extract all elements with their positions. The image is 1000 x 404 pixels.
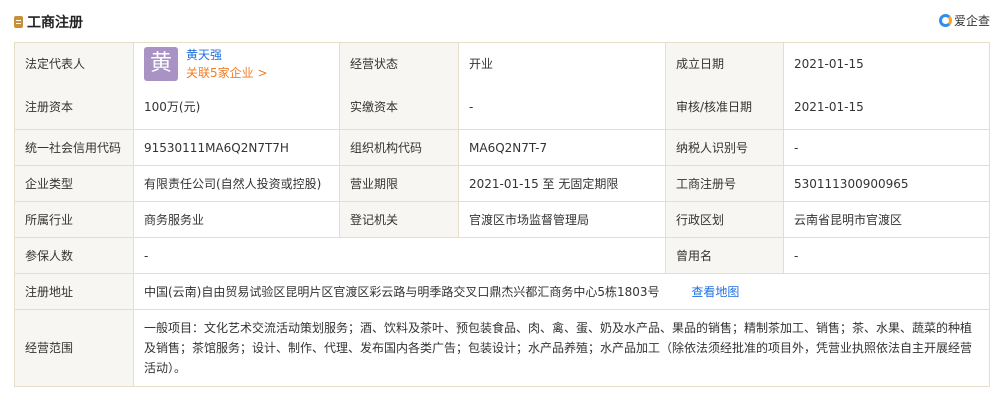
- scope-value: 一般项目：文化艺术交流活动策划服务；酒、饮料及茶叶、预包装食品、肉、禽、蛋、奶及…: [133, 309, 990, 387]
- section-header: 工商注册: [14, 12, 83, 32]
- org-code-value: MA6Q2N7T-7: [458, 129, 666, 166]
- reg-number-label: 工商注册号: [665, 165, 784, 202]
- insured-label: 参保人数: [14, 237, 134, 274]
- authority-label: 登记机关: [339, 201, 459, 238]
- region-value: 云南省昆明市官渡区: [783, 201, 990, 238]
- brand-logo[interactable]: 爱企查: [938, 12, 990, 29]
- legal-rep-label: 法定代表人: [14, 42, 134, 86]
- credit-code-value: 91530111MA6Q2N7T7H: [133, 129, 340, 166]
- approval-date-label: 审核/核准日期: [665, 85, 784, 130]
- brand-name: 爱企查: [953, 14, 990, 28]
- reg-number-value: 530111300900965: [783, 165, 990, 202]
- legal-rep-cell: 黄 黄天强 关联5家企业 >: [133, 42, 340, 86]
- established-label: 成立日期: [665, 42, 784, 86]
- industry-label: 所属行业: [14, 201, 134, 238]
- industry-value: 商务服务业: [133, 201, 340, 238]
- avatar[interactable]: 黄: [144, 47, 178, 82]
- paid-capital-label: 实缴资本: [339, 85, 459, 130]
- section-title: 工商注册: [27, 15, 83, 31]
- registration-table: 法定代表人 黄 黄天强 关联5家企业 > 经营状态 开业 成立日期 2021-0…: [14, 42, 990, 387]
- legal-rep-name-link[interactable]: 黄天强: [186, 48, 223, 63]
- status-value: 开业: [458, 42, 666, 86]
- region-label: 行政区划: [665, 201, 784, 238]
- company-type-value: 有限责任公司(自然人投资或控股): [133, 165, 340, 202]
- address-label: 注册地址: [14, 273, 134, 310]
- reg-capital-label: 注册资本: [14, 85, 134, 130]
- status-label: 经营状态: [339, 42, 459, 86]
- approval-date-value: 2021-01-15: [783, 85, 990, 130]
- taxpayer-id-value: -: [783, 129, 990, 166]
- company-type-label: 企业类型: [14, 165, 134, 202]
- authority-value: 官渡区市场监督管理局: [458, 201, 666, 238]
- address-value: 中国(云南)自由贸易试验区昆明片区官渡区彩云路与明季路交叉口鼎杰兴都汇商务中心5…: [144, 284, 660, 299]
- scope-label: 经营范围: [14, 309, 134, 387]
- business-term-value: 2021-01-15 至 无固定期限: [458, 165, 666, 202]
- insured-value: -: [133, 237, 666, 274]
- business-term-label: 营业期限: [339, 165, 459, 202]
- established-value: 2021-01-15: [783, 42, 990, 86]
- paid-capital-value: -: [458, 85, 666, 130]
- address-cell: 中国(云南)自由贸易试验区昆明片区官渡区彩云路与明季路交叉口鼎杰兴都汇商务中心5…: [133, 273, 990, 310]
- related-companies-link[interactable]: 关联5家企业 >: [186, 66, 268, 81]
- org-code-label: 组织机构代码: [339, 129, 459, 166]
- view-map-link[interactable]: 查看地图: [691, 284, 740, 299]
- former-name-label: 曾用名: [665, 237, 784, 274]
- credit-code-label: 统一社会信用代码: [14, 129, 134, 166]
- former-name-value: -: [783, 237, 990, 274]
- search-logo-icon: [938, 14, 952, 27]
- reg-capital-value: 100万(元): [133, 85, 340, 130]
- document-icon: [14, 16, 23, 28]
- taxpayer-id-label: 纳税人识别号: [665, 129, 784, 166]
